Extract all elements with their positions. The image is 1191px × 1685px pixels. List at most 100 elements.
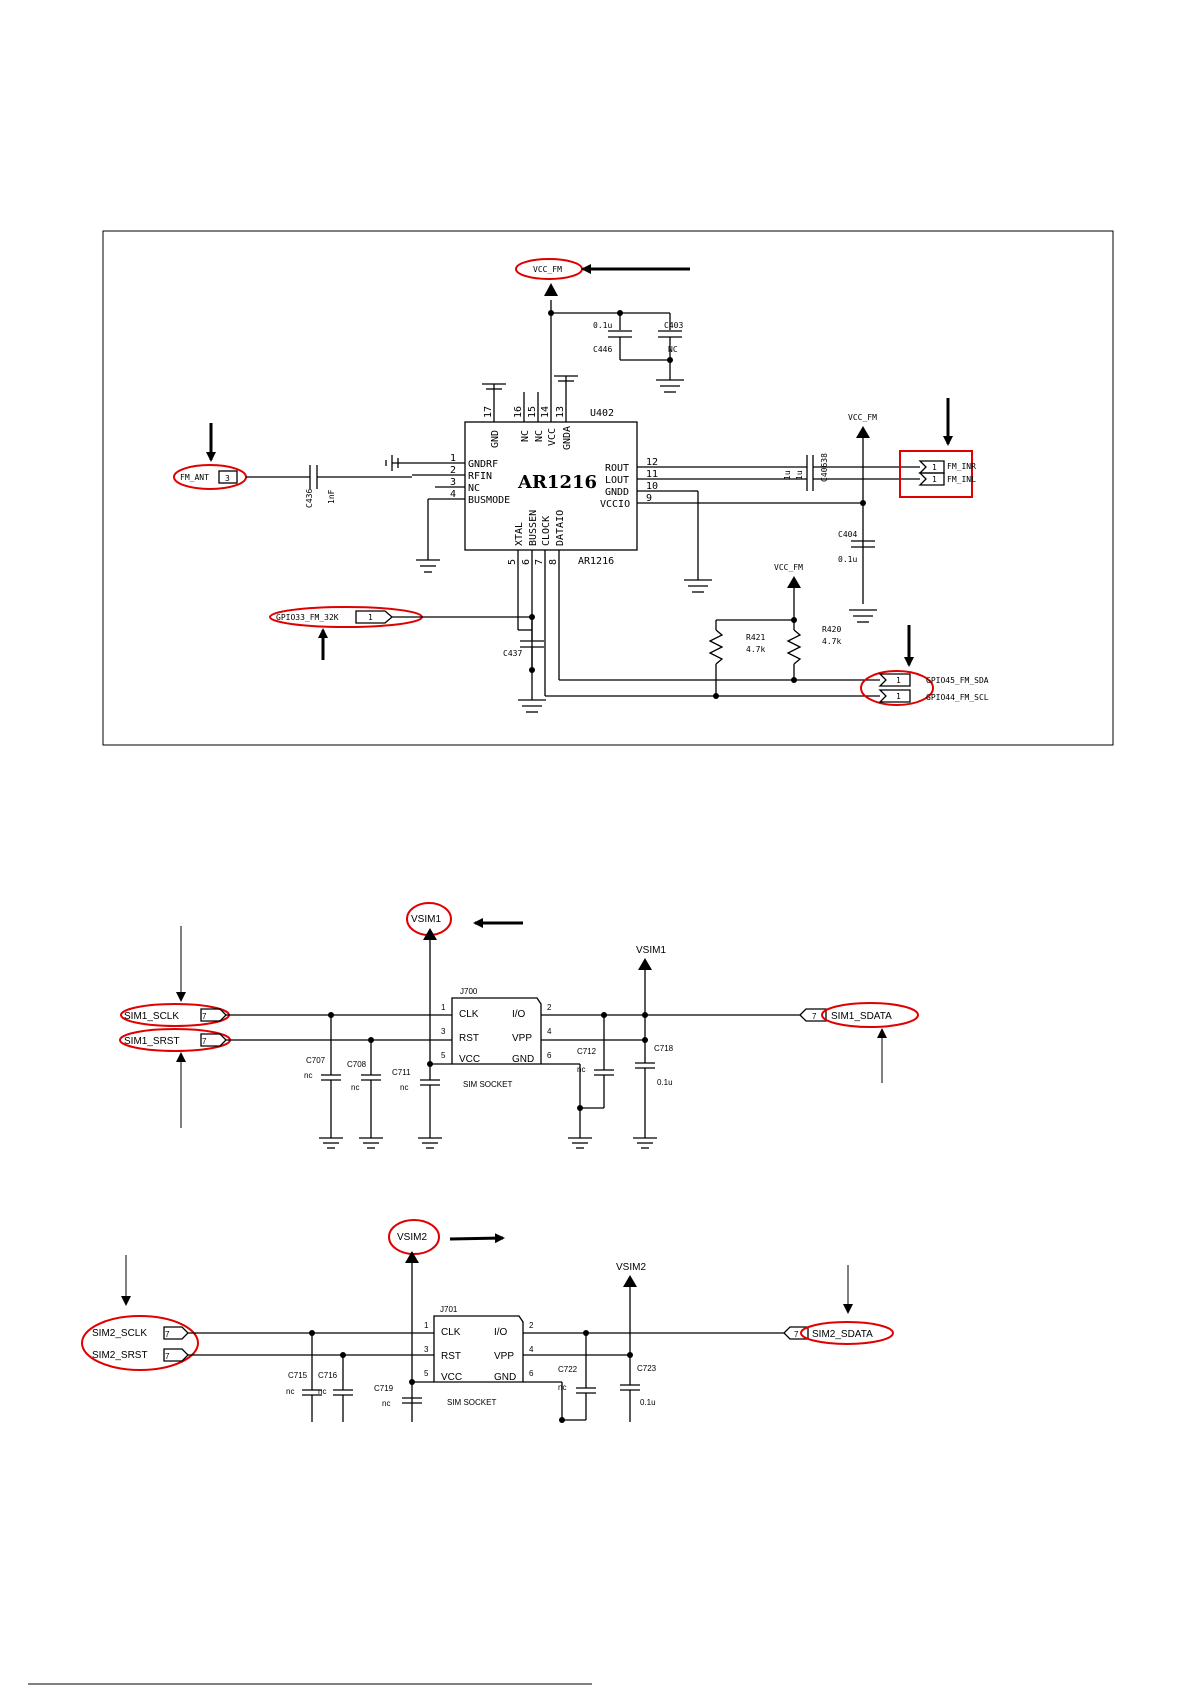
pin-num: 6: [547, 1051, 552, 1060]
gpio33-port: [355, 610, 393, 624]
sim2-pin-name: CLK: [441, 1327, 461, 1338]
sim2-socket-label: SIM SOCKET: [447, 1398, 496, 1407]
pin-name: GNDD: [605, 487, 629, 498]
sim1-pin-name: I/O: [512, 1009, 526, 1020]
sim2-pin-name: VCC: [441, 1372, 462, 1383]
cap-value: 0.1u: [640, 1398, 656, 1407]
gpio44-pin: 1: [896, 692, 901, 701]
pin-num: 16: [513, 406, 524, 418]
pin-name: CLOCK: [541, 516, 552, 546]
pin-name: BUSSEN: [528, 510, 539, 546]
fm-vccio-net: VCC_FM C404 0.1u: [684, 413, 877, 623]
sim2-sdata-port: 7: [794, 1330, 799, 1339]
sim1-sclk-label: SIM1_SCLK: [124, 1011, 179, 1022]
sim1-srst-label: SIM1_SRST: [124, 1036, 180, 1047]
cap-value: nc: [304, 1071, 312, 1080]
sim1-pin-name: VPP: [512, 1033, 532, 1044]
pin-num: 2: [547, 1003, 552, 1012]
pin-name: VCC: [547, 428, 558, 446]
pin-num: 8: [548, 559, 559, 565]
res-r420-value: 4.7k: [822, 637, 841, 646]
pin-num: 6: [521, 559, 532, 565]
fm-ant-label: FM_ANT: [180, 473, 209, 482]
pin-num: 11: [646, 469, 658, 480]
pin-num: 1: [441, 1003, 446, 1012]
fm-inl-label: FM_INL: [947, 475, 976, 484]
gpio45-port: [878, 673, 911, 687]
gpio45-label: GPIO45_FM_SDA: [926, 676, 989, 685]
fm-bottom-pins: 5 6 7 8 XTAL BUSSEN CLOCK DATAIO: [507, 510, 566, 696]
vsim1-top-label: VSIM1: [411, 914, 441, 925]
pin-num: 3: [450, 477, 456, 488]
gpio33-pin: 1: [368, 613, 373, 622]
sim1-srst-port: 7: [202, 1037, 207, 1046]
sim2-pin-name: GND: [494, 1372, 516, 1383]
sim1-schematic: VSIM1 J700 CLK RST VCC I/O VPP GND 1 3 5…: [119, 902, 919, 1149]
cap-value: nc: [286, 1387, 294, 1396]
pin-name: NC: [534, 430, 545, 442]
res-r420-ref: R420: [822, 625, 841, 634]
sim1-socket-label: SIM SOCKET: [463, 1080, 512, 1089]
vsim2-top-label: VSIM2: [397, 1232, 427, 1243]
vsim1-right-label: VSIM1: [636, 945, 666, 956]
fm-chip-part: AR1216: [578, 556, 614, 567]
fm-radio-schematic: AR1216 U402 AR1216 1 2 3 4 GNDRF RFIN NC…: [102, 230, 1114, 746]
sim1-sclk-port: 7: [202, 1012, 207, 1021]
pin-name: ROUT: [605, 463, 629, 474]
fm-clock-net: GPIO33_FM_32K 1 C437: [269, 606, 546, 713]
sim1-pin-name: RST: [459, 1033, 479, 1044]
cap-value: nc: [351, 1083, 359, 1092]
sim1-pin-name: VCC: [459, 1054, 480, 1065]
pin-num: 5: [424, 1369, 429, 1378]
sim2-pin-name: RST: [441, 1351, 461, 1362]
pin-num: 5: [507, 559, 518, 565]
pin-num: 2: [450, 465, 456, 476]
vcc-fm-top-label: VCC_FM: [533, 265, 562, 274]
pin-name: NC: [520, 430, 531, 442]
cap-c404-value: 0.1u: [838, 555, 857, 564]
gpio33-label: GPIO33_FM_32K: [276, 613, 339, 622]
sim2-left-highlight: [81, 1315, 199, 1371]
gpio44-label: GPIO44_FM_SCL: [926, 693, 989, 702]
gpio45-pin: 1: [896, 676, 901, 685]
cap-ref: C711: [392, 1068, 411, 1077]
sim1-pin-name: GND: [512, 1054, 534, 1065]
cap-out-value-2: 1u: [795, 470, 804, 480]
fm-inr-pin: 1: [932, 463, 937, 472]
cap-ref: C715: [288, 1371, 308, 1380]
fm-frame: [102, 230, 1114, 746]
cap-c436-ref: C436: [305, 489, 314, 508]
cap-ref: C718: [654, 1044, 674, 1053]
vcc-fm-right-label: VCC_FM: [848, 413, 877, 422]
sim2-sclk-port: 7: [165, 1330, 170, 1339]
pin-name: GNDRF: [468, 459, 498, 470]
cap-c446-ref: C446: [593, 345, 612, 354]
sim2-pin-name: VPP: [494, 1351, 514, 1362]
cap-value: 0.1u: [657, 1078, 673, 1087]
pin-num: 5: [441, 1051, 446, 1060]
fm-antenna-net: FM_ANT 3 C436 1nF: [173, 423, 440, 573]
pin-num: 9: [646, 493, 652, 504]
cap-ref: C722: [558, 1365, 578, 1374]
fm-out-highlight: [899, 450, 973, 498]
fm-vcc-net: VCC_FM 0.1u C446 C403 NC: [515, 258, 690, 393]
res-r421-ref: R421: [746, 633, 765, 642]
res-r421: [708, 629, 724, 665]
pin-num: 13: [555, 406, 566, 418]
fm-ant-pin: 3: [225, 474, 230, 483]
pin-num: 4: [547, 1027, 552, 1036]
fm-inl-port: [918, 472, 945, 486]
vcc-fm-pullup-label: VCC_FM: [774, 563, 803, 572]
cap-out-ref: C40638: [820, 453, 829, 482]
cap-c403-value: NC: [668, 345, 678, 354]
cap-c436-value: 1nF: [327, 489, 336, 504]
cap-c446-value: 0.1u: [593, 321, 612, 330]
fm-right-pins: ROUT LOUT GNDD VCCIO 12 11 10 9: [600, 457, 690, 510]
cap-ref: C719: [374, 1384, 394, 1393]
sim1-pin-name: CLK: [459, 1009, 479, 1020]
cap-c437-ref: C437: [503, 649, 522, 658]
cap-c404-ref: C404: [838, 530, 857, 539]
sim1-sdata-label: SIM1_SDATA: [831, 1011, 892, 1022]
pin-name: XTAL: [514, 522, 525, 546]
